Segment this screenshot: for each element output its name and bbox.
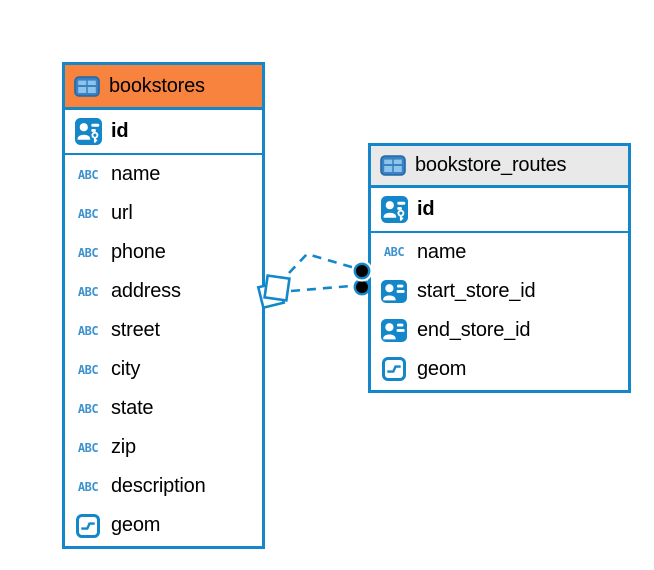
foreign-key-icon [380,318,408,342]
column-name-label: street [111,319,160,341]
relationship-dashed-lines [288,252,356,293]
column-name-label: id [111,120,129,142]
column-row-name[interactable]: ABC name [371,233,628,272]
column-row-street[interactable]: ABC street [65,311,262,350]
geometry-icon [380,357,408,381]
column-name-label: id [417,197,435,220]
column-name-label: url [111,202,133,224]
column-name-label: description [111,475,206,497]
table-icon [74,75,100,97]
column-name-label: end_store_id [417,318,531,341]
column-row-end_store_id[interactable]: end_store_id [371,311,628,350]
geometry-icon [74,513,102,538]
column-row-address[interactable]: ABC address [65,272,262,311]
table-title: bookstores [109,74,205,97]
table-icon [380,155,406,176]
table-bookstores-header[interactable]: bookstores [65,65,262,110]
column-name-label: name [417,240,467,263]
text-icon: ABC [77,479,99,494]
column-name-label: address [111,280,181,302]
column-row-geom[interactable]: geom [65,506,262,545]
column-row-zip[interactable]: ABC zip [65,428,262,467]
column-row-state[interactable]: ABC state [65,389,262,428]
text-icon: ABC [77,401,99,416]
text-icon: ABC [77,362,99,377]
column-row-description[interactable]: ABC description [65,467,262,506]
column-row-phone[interactable]: ABC phone [65,233,262,272]
foreign-key-icon [380,279,408,303]
table-title: bookstore_routes [415,154,567,176]
column-row-start_store_id[interactable]: start_store_id [371,272,628,311]
primary-key-icon [380,195,408,223]
text-icon: ABC [77,284,99,299]
column-name-label: state [111,397,154,419]
column-row-name[interactable]: ABC name [65,155,262,194]
text-icon: ABC [77,167,99,182]
primary-key-icon [74,118,102,145]
text-icon: ABC [77,245,99,260]
column-row-geom[interactable]: geom [371,350,628,389]
text-icon: ABC [77,323,99,338]
column-name-label: city [111,358,141,380]
table-bookstore-routes-header[interactable]: bookstore_routes [371,146,628,188]
text-icon: ABC [383,245,405,259]
column-name-label: name [111,163,161,185]
text-icon: ABC [77,440,99,455]
column-name-label: geom [417,357,467,380]
column-name-label: phone [111,241,166,263]
column-row-city[interactable]: ABC city [65,350,262,389]
column-name-label: geom [111,514,161,536]
text-icon: ABC [77,206,99,221]
column-name-label: start_store_id [417,279,536,302]
column-row-id[interactable]: id [371,188,628,233]
column-row-url[interactable]: ABC url [65,194,262,233]
column-row-id[interactable]: id [65,110,262,155]
column-name-label: zip [111,436,136,458]
